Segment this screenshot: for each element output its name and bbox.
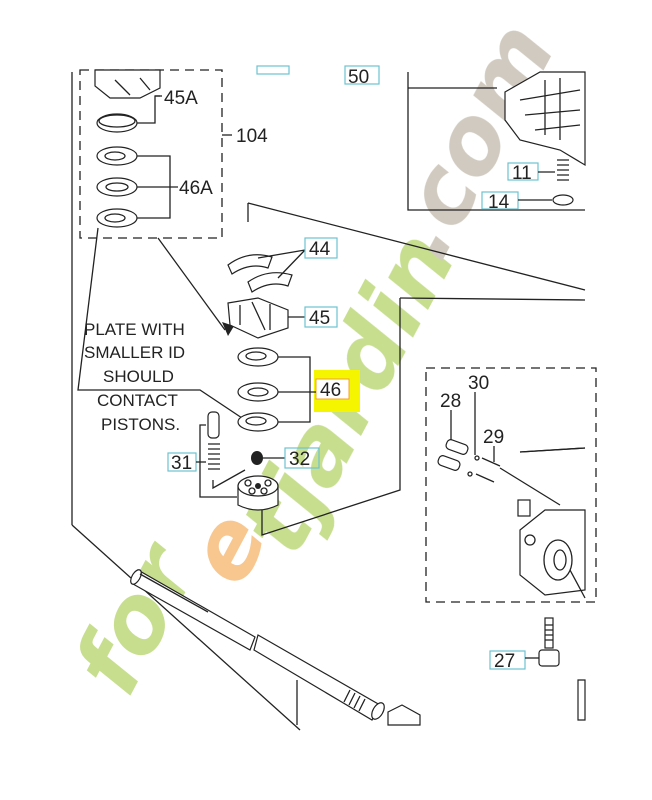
callout-104[interactable]: 104 — [236, 126, 268, 147]
holder-45 — [227, 297, 289, 339]
part-27: 27 — [489, 617, 586, 721]
part-45: 45 — [227, 297, 338, 339]
callout-50[interactable]: 50 — [348, 67, 369, 88]
callout-28[interactable]: 28 — [440, 391, 461, 412]
group-104-dashed-box — [79, 69, 223, 239]
shoe-44-b — [247, 272, 293, 293]
piston-assembly: 31 32 — [167, 411, 320, 511]
callout-44[interactable]: 44 — [309, 239, 331, 260]
valve-29 — [475, 457, 501, 483]
shaft-lower — [253, 634, 381, 721]
callout-box-top — [256, 65, 290, 75]
assembly-note: PLATE WITH SMALLER ID SHOULD CONTACT PIS… — [84, 320, 185, 434]
bolt-27-head — [538, 649, 560, 667]
callout-14[interactable]: 14 — [488, 192, 510, 213]
dowel-pin — [517, 499, 531, 517]
washer-46-bottom — [237, 412, 279, 432]
callout-45[interactable]: 45 — [309, 308, 330, 329]
callout-box-46 — [315, 378, 350, 400]
callout-30[interactable]: 30 — [468, 373, 489, 394]
part-edge — [577, 679, 586, 721]
shoe-44-a — [227, 254, 273, 275]
callout-box-44 — [304, 237, 338, 259]
callout-32[interactable]: 32 — [289, 449, 310, 470]
spring-32 — [251, 451, 263, 465]
note-line-1: PLATE WITH — [84, 320, 185, 339]
callout-box-50 — [344, 65, 380, 85]
callout-27[interactable]: 27 — [494, 651, 515, 672]
washer-46A-top — [96, 146, 138, 166]
note-line-5: PISTONS. — [101, 415, 180, 434]
callout-31[interactable]: 31 — [171, 453, 192, 474]
holder-part — [94, 69, 161, 99]
callout-46[interactable]: 46 — [320, 380, 341, 401]
valve-dashed-box — [425, 367, 597, 603]
note-line-4: CONTACT — [97, 391, 178, 410]
part-46: 46 — [237, 347, 360, 432]
callout-box-27 — [489, 650, 526, 670]
note-line-2: SMALLER ID — [84, 343, 185, 362]
plug-28-a — [445, 439, 469, 455]
callout-box-45 — [304, 306, 338, 328]
spring-11 — [557, 159, 569, 181]
bolt-27-shaft — [544, 617, 554, 649]
washer-46A-bottom — [96, 208, 138, 228]
part-44: 44 — [227, 237, 338, 293]
spring-31 — [208, 443, 220, 470]
drive-shaft — [130, 569, 421, 726]
piston — [207, 411, 220, 439]
coupler — [387, 704, 421, 726]
callout-box-32 — [284, 447, 320, 469]
note-line-3: SHOULD — [103, 367, 174, 386]
callout-46A[interactable]: 46A — [179, 178, 213, 199]
callout-29[interactable]: 29 — [483, 427, 504, 448]
housing-top-right: 11 14 — [407, 71, 586, 213]
callout-45A[interactable]: 45A — [164, 88, 198, 109]
pump-manifold — [519, 509, 586, 596]
shaft-spline — [343, 689, 366, 712]
leader-note — [77, 227, 246, 421]
seal-46 — [237, 382, 279, 402]
washer-46-top — [237, 347, 279, 367]
valve-assembly: 30 28 29 — [425, 367, 597, 603]
plug-28-b — [437, 455, 461, 471]
assembly-104: 104 45A 46A — [71, 69, 301, 731]
callout-11[interactable]: 11 — [512, 163, 532, 184]
oring-14 — [552, 194, 574, 206]
seal-46A — [96, 177, 138, 197]
